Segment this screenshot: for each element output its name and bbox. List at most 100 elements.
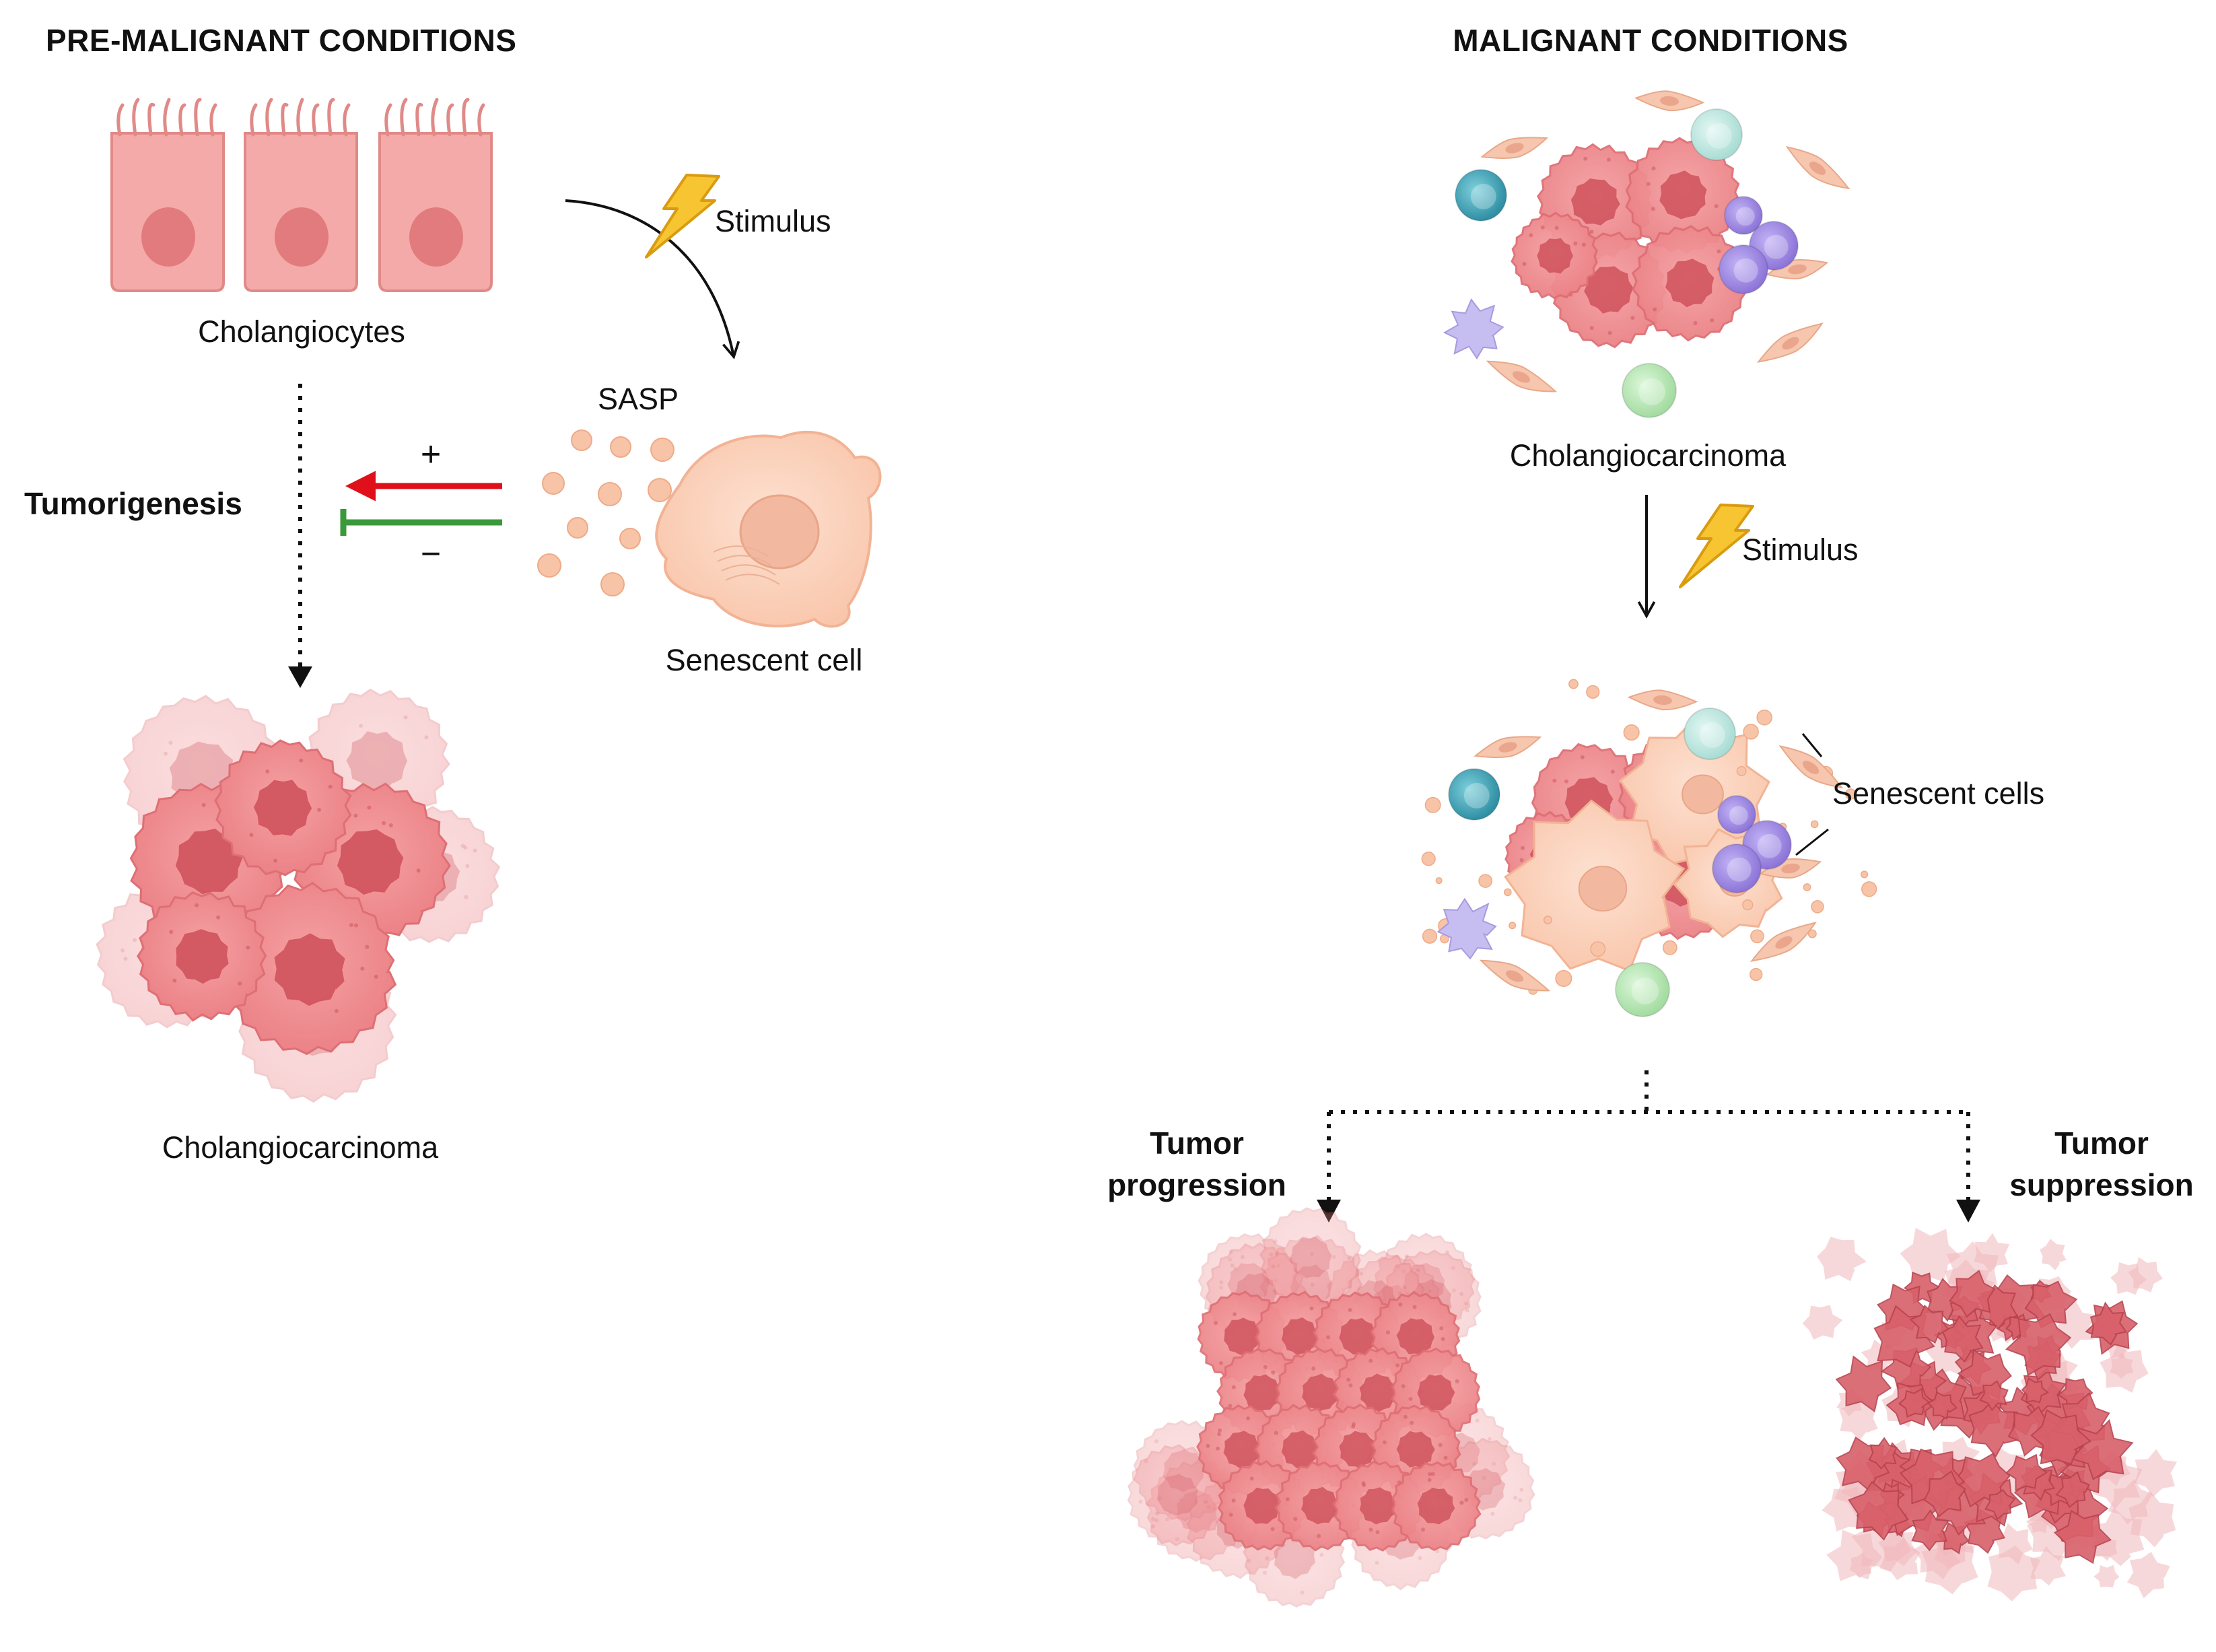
tumor-cell-granule	[1412, 1305, 1417, 1309]
stimulus-label-right: Stimulus	[1742, 532, 1859, 567]
tumor-cell-granule	[1403, 1414, 1408, 1419]
tumor-cell-granule	[120, 948, 125, 953]
tumor-progression-label-line2: progression	[1107, 1167, 1286, 1202]
tumor-cell-granule	[353, 923, 358, 928]
apoptotic-fragment	[1835, 1355, 1892, 1412]
microvillus	[400, 98, 408, 137]
tumor-cell-granule	[1351, 1422, 1356, 1426]
dendritic-cell	[1436, 897, 1497, 960]
tumor-cell-granule	[1311, 1366, 1316, 1371]
tumor-cell-granule	[1216, 1432, 1221, 1437]
tumor-cell-granule	[1710, 318, 1715, 322]
microvillus	[250, 103, 258, 137]
tumor-cell-granule	[1438, 1443, 1443, 1447]
tumor-cell-granule	[1262, 1571, 1267, 1575]
cholangiocyte-nucleus	[275, 207, 328, 267]
tumor-cell-granule	[460, 844, 465, 848]
tumor-cell-granule	[1403, 1285, 1408, 1290]
apoptotic-fragment	[1911, 1509, 1949, 1552]
fibroblast-cell	[1479, 959, 1551, 992]
tumor-cell-nucleus	[1301, 1486, 1340, 1525]
microvillus	[132, 98, 140, 137]
tumor-cell-granule	[1385, 1330, 1390, 1335]
lightning-bolt-icon	[645, 174, 720, 259]
microvillus	[265, 98, 273, 137]
purple-immune-cell	[1712, 844, 1762, 893]
mint-immune-cell	[1684, 708, 1736, 760]
sasp-particle	[610, 436, 631, 458]
apoptotic-fragment	[2021, 1377, 2049, 1404]
tumor-cell-granule	[367, 805, 372, 810]
tumor-cell-granule	[1233, 1312, 1237, 1317]
fibroblast-nucleus	[1512, 371, 1531, 383]
tumor-cell-granule	[216, 915, 221, 920]
tumor-cell-granule	[1293, 1517, 1298, 1521]
tumor-cell-granule	[328, 784, 333, 789]
tumor-cell-granule	[1630, 316, 1635, 320]
tumor-cell-granule	[238, 981, 242, 986]
tumor-cell-granule	[403, 715, 408, 720]
senescent-organelle	[713, 545, 768, 557]
apoptotic-fragment	[1909, 1305, 1949, 1344]
tumor-cell-granule	[1589, 326, 1594, 331]
tumor-cell-granule	[1309, 1306, 1314, 1311]
apoptotic-fragment	[1941, 1315, 1984, 1363]
fibroblast-nucleus	[1782, 337, 1799, 350]
tumor-cell-granule	[1150, 1517, 1155, 1521]
microvillus	[163, 98, 171, 137]
sasp-particle	[1435, 877, 1443, 885]
sasp-particle	[1743, 724, 1759, 740]
tumor-cell-granule	[1416, 1268, 1420, 1272]
tumor-cell-nucleus	[1223, 1431, 1260, 1468]
sasp-particle	[1662, 940, 1677, 955]
apoptotic-fragment	[1927, 1391, 1958, 1420]
sasp-particle	[648, 478, 672, 502]
microvillus	[281, 102, 289, 137]
tumor-cell-granule	[1564, 779, 1568, 784]
tumor-cell-nucleus	[1537, 238, 1573, 274]
senescent-cell-nucleus	[739, 494, 820, 570]
tumor-cell-granule	[1552, 778, 1557, 783]
senescent-cell-nucleus	[1682, 774, 1724, 815]
tumor-cell-granule	[1610, 769, 1615, 774]
senescent-cell-illustration	[655, 431, 882, 628]
tumor-cell-granule	[133, 938, 137, 942]
tumor-cell-granule	[1271, 1264, 1276, 1269]
tumor-microenvironment-with-senescent-cells	[1421, 679, 1877, 1017]
tumor-cell-granule	[1441, 1337, 1445, 1342]
sasp-particle	[1756, 710, 1772, 726]
tumor-cell-granule	[1359, 1272, 1364, 1276]
tumor-cell-granule	[1240, 1255, 1245, 1260]
fibroblast-cell	[1778, 745, 1844, 789]
tumor-cell-granule	[1398, 1302, 1403, 1307]
tumor-cell-nucleus	[1396, 1318, 1434, 1355]
fibroblast-nucleus	[1775, 936, 1793, 949]
sasp-particle	[542, 472, 565, 495]
tumor-cell-nucleus	[1396, 1431, 1435, 1468]
cholangiocarcinoma-label-right: Cholangiocarcinoma	[1510, 438, 1787, 473]
tumor-cell-granule	[1717, 249, 1721, 254]
fibroblast-cell	[1634, 90, 1705, 112]
teal-immune-cell-nucleus	[1463, 782, 1490, 808]
tumor-cell-granule	[299, 758, 304, 763]
tumor-cell-granule	[1317, 1534, 1321, 1538]
sasp-particle	[1803, 883, 1811, 891]
tumor-cell-nucleus	[1281, 1430, 1319, 1468]
senescent-cells-label: Senescent cells	[1832, 776, 2044, 811]
tumor-progression-cluster	[1127, 1207, 1535, 1608]
senescent-cell-label: Senescent cell	[666, 643, 863, 677]
cholangiocytes-illustration	[110, 98, 493, 292]
fibroblast-cell	[1757, 322, 1824, 363]
purple-immune-cell-nucleus	[1729, 806, 1748, 825]
tumor-cell-granule	[365, 944, 370, 949]
tumor-cell-granule	[1138, 1499, 1143, 1504]
tumor-suppression-label-line1: Tumor	[2054, 1126, 2149, 1161]
sasp-particle	[650, 438, 674, 462]
purple-immune-cell-nucleus	[1735, 207, 1755, 226]
tumor-cell-nucleus	[1359, 1373, 1396, 1412]
fibroblast-cell	[1785, 145, 1850, 190]
tumor-cell-granule	[473, 848, 477, 853]
microvillus	[343, 103, 351, 137]
microvillus	[209, 103, 217, 137]
sasp-particle	[1568, 679, 1579, 689]
